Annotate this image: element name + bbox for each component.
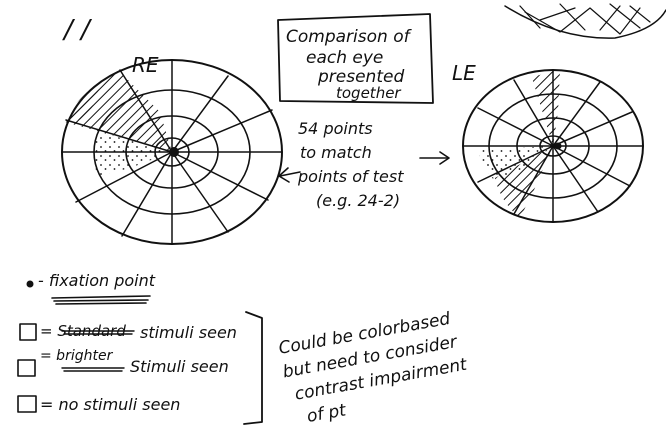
center-note-line-3: points of test (297, 167, 404, 186)
center-note-line-1: 54 points (298, 119, 373, 138)
re-brighter-region (93, 132, 172, 176)
legend-brighter-swatch (17, 359, 36, 377)
center-note-line-2: to match (300, 143, 372, 162)
le-fixation-point (554, 142, 562, 150)
le-no-stimuli-region-bottom (495, 146, 553, 218)
legend-stimuli-seen-1: stimuli seen (140, 323, 237, 342)
legend-fixation-icon (26, 280, 34, 288)
title-line-1: Comparison of (286, 27, 413, 47)
center-note-line-4: (e.g. 24-2) (316, 191, 400, 210)
arrow-to-left-eye (419, 151, 450, 165)
title-line-3: presented (317, 67, 404, 87)
top-right-partial-sketch (504, 3, 666, 39)
title-line-2: each eye (306, 48, 383, 68)
legend-no-stimuli-swatch (17, 395, 37, 413)
legend: - fixation point = Standard stimuli seen… (17, 271, 237, 414)
legend-standard-swatch (19, 323, 37, 341)
re-fixation-point (169, 147, 179, 157)
legend-brighter-label: = brighter (40, 348, 114, 364)
arrow-to-right-eye (278, 167, 301, 183)
top-left-fragment: / / (62, 15, 93, 45)
legend-scribble (51, 295, 151, 305)
legend-stimuli-seen-2: Stimuli seen (130, 357, 229, 376)
side-note: Could be colorbased but need to consider… (277, 309, 470, 427)
legend-no-stimuli-label: = no stimuli seen (40, 395, 180, 414)
title-line-4: together (336, 84, 401, 102)
center-note: 54 points to match points of test (e.g. … (297, 119, 404, 210)
side-note-line-4: of pt (305, 400, 348, 427)
left-eye-label: LE (452, 61, 476, 85)
legend-bracket (243, 311, 263, 425)
legend-fixation-label: - fixation point (38, 271, 156, 290)
left-eye-visual-field (462, 69, 644, 223)
right-eye-visual-field (61, 59, 283, 245)
title-box: Comparison of each eye presented togethe… (277, 13, 434, 104)
